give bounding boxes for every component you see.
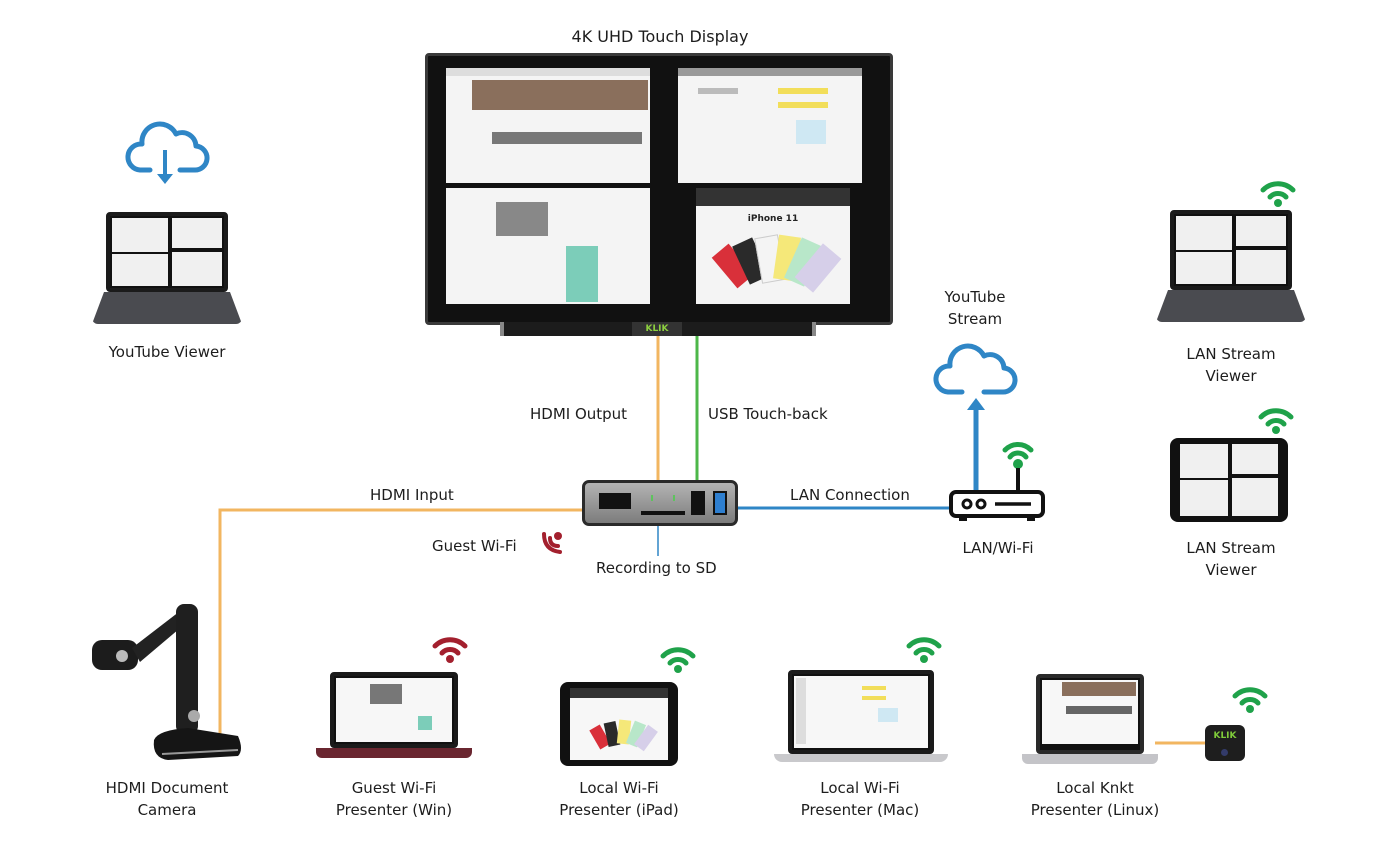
klik-knkt-dongle[interactable]: KLIK bbox=[1205, 725, 1245, 761]
linux-presenter-laptop[interactable] bbox=[1022, 674, 1158, 768]
usb3-port bbox=[713, 491, 727, 515]
ipad-presenter-label-line1: Local Wi-Fi bbox=[579, 779, 659, 797]
display-title: 4K UHD Touch Display bbox=[571, 27, 749, 46]
power-led bbox=[673, 495, 675, 501]
lan-viewer-tablet-label-line2: Viewer bbox=[1205, 561, 1257, 579]
cloud-upload-icon bbox=[933, 343, 1018, 395]
lan-viewer-tablet-label-line1: LAN Stream bbox=[1186, 539, 1276, 557]
dongle-button bbox=[1221, 749, 1228, 756]
router-icon bbox=[949, 442, 1045, 521]
guest-presenter-label: Guest Wi-Fi Presenter (Win) bbox=[316, 777, 472, 821]
sd-slot bbox=[641, 511, 685, 515]
wifi-icon bbox=[906, 637, 942, 663]
mac-presenter-label-line2: Presenter (Mac) bbox=[800, 801, 920, 819]
wifi-icon bbox=[1260, 181, 1296, 207]
lan-viewer-laptop[interactable] bbox=[1156, 210, 1306, 325]
pane-iphone: iPhone 11 bbox=[696, 188, 850, 304]
pane-diagram bbox=[678, 68, 862, 183]
touch-display[interactable]: iPhone 11 bbox=[425, 53, 893, 325]
wifi-icon bbox=[1258, 408, 1294, 434]
dongle-brand: KLIK bbox=[1213, 731, 1237, 741]
linux-presenter-label-line2: Presenter (Linux) bbox=[1030, 801, 1160, 819]
mac-presenter-label: Local Wi-Fi Presenter (Mac) bbox=[780, 777, 940, 821]
mac-presenter-laptop[interactable] bbox=[774, 670, 948, 768]
lan-viewer-tablet[interactable] bbox=[1170, 438, 1288, 522]
wifi-icon bbox=[1232, 687, 1268, 713]
lan-viewer-tablet-label: LAN Stream Viewer bbox=[1156, 537, 1306, 581]
ipad-presenter-label-line2: Presenter (iPad) bbox=[559, 801, 679, 819]
linux-presenter-label-line1: Local Knkt bbox=[1056, 779, 1134, 797]
lan-viewer-laptop-label-line2: Viewer bbox=[1205, 367, 1257, 385]
document-camera[interactable] bbox=[88, 600, 248, 770]
mac-presenter-label-line1: Local Wi-Fi bbox=[820, 779, 900, 797]
net-led bbox=[651, 495, 653, 501]
youtube-stream-label-line2: Stream bbox=[947, 310, 1003, 328]
guest-wifi-label: Guest Wi-Fi bbox=[432, 537, 517, 555]
usb-port bbox=[691, 491, 705, 515]
guest-presenter-laptop[interactable] bbox=[316, 672, 472, 768]
pane-website bbox=[446, 188, 650, 304]
doc-camera-label: HDMI Document Camera bbox=[92, 777, 242, 821]
usb-touchback-label: USB Touch-back bbox=[708, 405, 828, 423]
lan-connection-label: LAN Connection bbox=[790, 486, 910, 504]
doc-camera-label-line1: HDMI Document bbox=[105, 779, 229, 797]
lan-viewer-laptop-label-line1: LAN Stream bbox=[1186, 345, 1276, 363]
klik-hub[interactable] bbox=[582, 480, 738, 526]
upload-arrowhead bbox=[967, 398, 985, 410]
router-label: LAN/Wi-Fi bbox=[962, 539, 1034, 557]
hdmi-input-line bbox=[218, 508, 584, 740]
youtube-viewer-label: YouTube Viewer bbox=[108, 343, 226, 361]
youtube-stream-label: YouTube Stream bbox=[920, 286, 1030, 330]
lan-viewer-laptop-label: LAN Stream Viewer bbox=[1156, 343, 1306, 387]
recording-label: Recording to SD bbox=[596, 559, 717, 577]
wifi-icon bbox=[660, 647, 696, 673]
guest-wifi-emitter-icon bbox=[542, 532, 562, 554]
hdmi-input-label: HDMI Input bbox=[370, 486, 454, 504]
iphone-title: iPhone 11 bbox=[747, 214, 799, 224]
linux-presenter-label: Local Knkt Presenter (Linux) bbox=[1020, 777, 1170, 821]
doc-camera-label-line2: Camera bbox=[137, 801, 197, 819]
guest-presenter-label-line2: Presenter (Win) bbox=[335, 801, 453, 819]
cloud-download-icon bbox=[125, 121, 210, 184]
wifi-guest-icon bbox=[432, 637, 468, 663]
hdmi-port bbox=[599, 493, 631, 509]
guest-presenter-label-line1: Guest Wi-Fi bbox=[351, 779, 437, 797]
youtube-stream-label-line1: YouTube bbox=[944, 288, 1006, 306]
pane-youtube bbox=[446, 68, 650, 183]
youtube-viewer-laptop[interactable] bbox=[92, 212, 242, 327]
ipad-presenter-tablet[interactable] bbox=[560, 682, 678, 766]
hdmi-output-label: HDMI Output bbox=[530, 405, 628, 423]
ipad-presenter-label: Local Wi-Fi Presenter (iPad) bbox=[544, 777, 694, 821]
display-brand: KLIK bbox=[632, 322, 682, 336]
